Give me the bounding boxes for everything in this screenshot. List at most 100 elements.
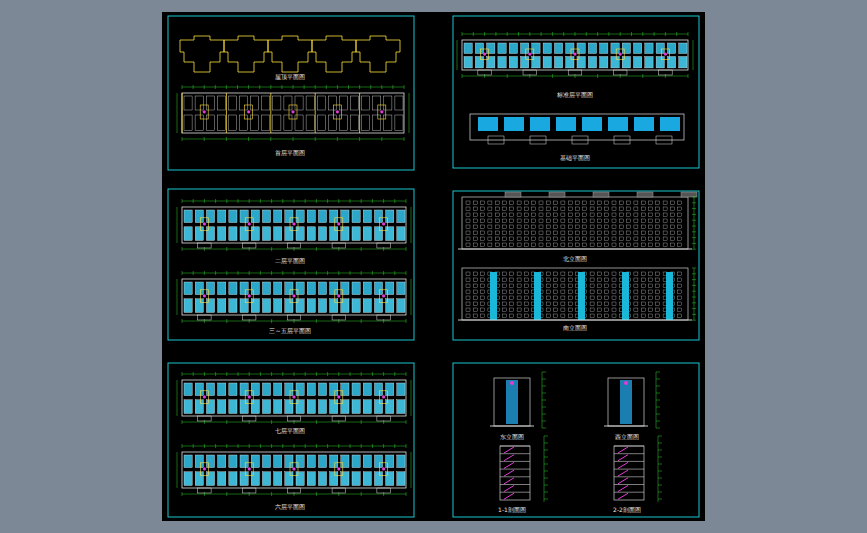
dimension-tick bbox=[552, 32, 553, 36]
window bbox=[649, 207, 653, 211]
window bbox=[641, 225, 645, 229]
stair-flight bbox=[504, 493, 514, 499]
window bbox=[590, 237, 594, 241]
dimension-tick bbox=[575, 74, 576, 78]
window bbox=[546, 207, 550, 211]
footing bbox=[556, 117, 576, 131]
room bbox=[352, 282, 360, 295]
window bbox=[649, 237, 653, 241]
column-marker bbox=[337, 294, 340, 297]
level-mark bbox=[544, 457, 548, 458]
room bbox=[645, 43, 653, 54]
window bbox=[612, 213, 616, 217]
window bbox=[597, 219, 601, 223]
window bbox=[583, 225, 587, 229]
window bbox=[481, 207, 485, 211]
window bbox=[546, 243, 550, 247]
dimension-line bbox=[411, 207, 412, 243]
window bbox=[532, 213, 536, 217]
dimension-tick bbox=[563, 32, 564, 36]
foundation-plan bbox=[470, 114, 684, 144]
stair-core bbox=[245, 290, 253, 303]
dimension-tick bbox=[529, 74, 530, 78]
dimension-tick bbox=[238, 271, 239, 275]
dimension-tick bbox=[370, 85, 371, 89]
room bbox=[341, 210, 349, 223]
dimension-tick bbox=[271, 247, 272, 251]
window bbox=[510, 213, 514, 217]
dimension-tick bbox=[392, 85, 393, 89]
stair-flight bbox=[504, 455, 514, 461]
window bbox=[619, 225, 623, 229]
level-mark bbox=[656, 386, 660, 387]
balcony bbox=[377, 488, 390, 493]
window bbox=[561, 201, 565, 205]
window bbox=[627, 237, 631, 241]
window bbox=[546, 296, 550, 300]
dimension-tick bbox=[182, 199, 183, 203]
room bbox=[318, 282, 326, 295]
window bbox=[554, 201, 558, 205]
dimension-tick bbox=[282, 271, 283, 275]
balcony bbox=[242, 243, 255, 248]
room bbox=[498, 57, 506, 68]
room bbox=[240, 400, 248, 414]
room bbox=[262, 299, 270, 313]
elevation bbox=[458, 192, 697, 249]
dimension-tick bbox=[383, 271, 384, 275]
window bbox=[503, 213, 507, 217]
room bbox=[296, 400, 304, 414]
dimension-tick bbox=[182, 85, 183, 89]
stair-core bbox=[290, 218, 298, 231]
dimension-tick bbox=[248, 85, 249, 89]
window bbox=[634, 296, 638, 300]
dimension-tick bbox=[337, 137, 338, 141]
dimension-tick bbox=[383, 420, 384, 424]
dimension-tick bbox=[350, 444, 351, 448]
window bbox=[590, 219, 594, 223]
dimension-tick bbox=[215, 85, 216, 89]
room bbox=[397, 472, 405, 486]
window bbox=[641, 278, 645, 282]
window bbox=[481, 302, 485, 306]
column-marker bbox=[203, 395, 206, 398]
room bbox=[195, 282, 203, 295]
dimension-tick bbox=[226, 137, 227, 141]
column-marker bbox=[203, 294, 206, 297]
room bbox=[318, 210, 326, 223]
room bbox=[341, 383, 349, 396]
window bbox=[466, 237, 470, 241]
level-mark bbox=[658, 492, 662, 493]
room bbox=[330, 210, 338, 223]
dimension-tick bbox=[226, 85, 227, 89]
balcony bbox=[377, 416, 390, 421]
dimension-tick bbox=[361, 492, 362, 496]
room bbox=[341, 282, 349, 295]
stair-core bbox=[335, 290, 343, 303]
room bbox=[217, 96, 225, 110]
room bbox=[328, 96, 336, 110]
room bbox=[498, 43, 506, 54]
window bbox=[568, 225, 572, 229]
window bbox=[576, 243, 580, 247]
dimension-tick bbox=[348, 85, 349, 89]
room bbox=[521, 57, 529, 68]
level-mark bbox=[544, 492, 548, 493]
dimension-tick bbox=[359, 137, 360, 141]
sheet-frame bbox=[453, 16, 699, 168]
stair-core bbox=[526, 49, 534, 60]
roof-element bbox=[681, 192, 697, 197]
window bbox=[576, 201, 580, 205]
dimension-tick bbox=[326, 85, 327, 89]
window bbox=[612, 290, 616, 294]
window bbox=[678, 296, 682, 300]
window bbox=[656, 219, 660, 223]
dimension-tick bbox=[350, 199, 351, 203]
dimension-tick bbox=[381, 137, 382, 141]
room bbox=[521, 43, 529, 54]
column-marker bbox=[573, 53, 576, 56]
window bbox=[517, 243, 521, 247]
room bbox=[464, 43, 472, 54]
room bbox=[374, 455, 382, 468]
window bbox=[634, 314, 638, 318]
